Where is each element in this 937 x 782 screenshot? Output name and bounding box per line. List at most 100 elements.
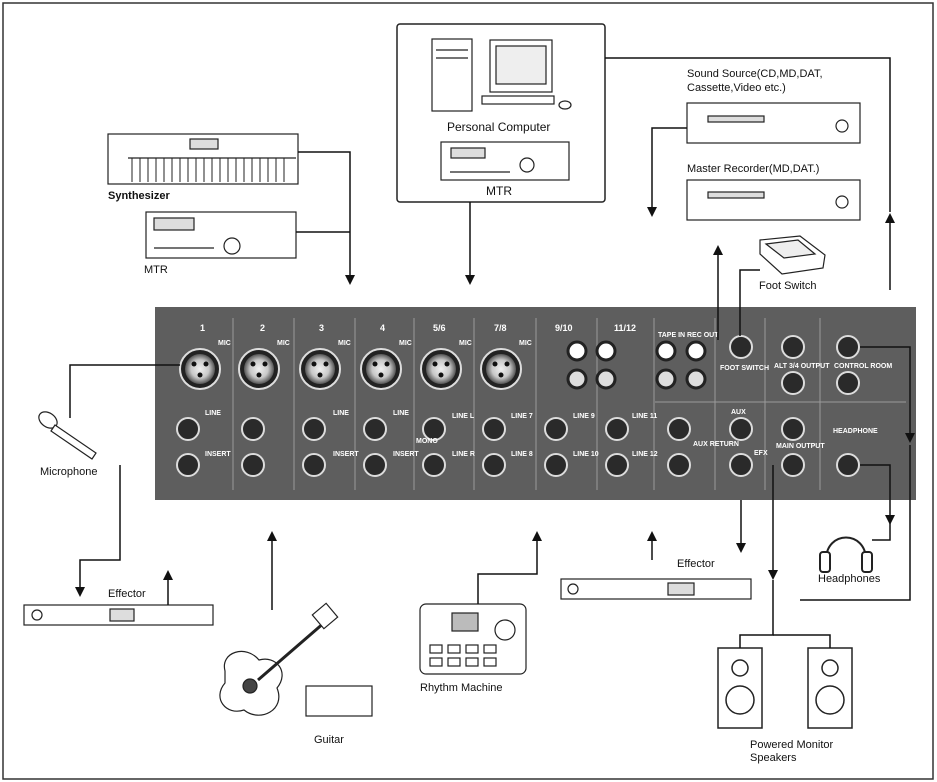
main-out-l-jack[interactable] xyxy=(781,417,805,441)
cable-foot-switch xyxy=(739,269,760,336)
rca-jack-9-10-l[interactable] xyxy=(566,340,588,362)
line-jack-7[interactable] xyxy=(482,417,506,441)
xlr-jack-5-6[interactable] xyxy=(420,348,462,390)
line-jack-2[interactable] xyxy=(241,417,265,441)
line-jack-9[interactable] xyxy=(544,417,568,441)
xlr-jack-7-8[interactable] xyxy=(480,348,522,390)
headphones-device xyxy=(819,536,873,573)
microphone-label: Microphone xyxy=(40,466,98,478)
insert-label-4: INSERT xyxy=(393,451,419,458)
personal-computer-label: Personal Computer xyxy=(447,120,551,134)
mtr-computer-section xyxy=(440,141,570,181)
rca-jack-rec-out-r[interactable] xyxy=(685,368,707,390)
synthesizer-label: Synthesizer xyxy=(108,190,170,202)
rca-jack-11-12-r[interactable] xyxy=(595,368,617,390)
cable-synth xyxy=(298,151,355,285)
rca-jack-11-12-l[interactable] xyxy=(595,340,617,362)
headphone-label: HEADPHONE xyxy=(833,428,878,435)
powered-monitor-speakers-device xyxy=(717,647,853,729)
efx-send-jack[interactable] xyxy=(729,453,753,477)
effector-left-label: Effector xyxy=(108,588,146,600)
rca-jack-tape-in-r[interactable] xyxy=(655,368,677,390)
control-room-l-jack[interactable] xyxy=(836,335,860,359)
alt-out-l-jack[interactable] xyxy=(781,335,805,359)
line-jack-8[interactable] xyxy=(482,453,506,477)
effector-left-unit xyxy=(23,604,214,626)
line-8-label: LINE 8 xyxy=(511,451,533,458)
line-9-label: LINE 9 xyxy=(573,413,595,420)
cable-headphones-to-device xyxy=(872,520,891,541)
line-jack-6[interactable] xyxy=(422,453,446,477)
xlr-jack-4[interactable] xyxy=(360,348,402,390)
alt-out-r-jack[interactable] xyxy=(781,371,805,395)
aux-return-r-jack[interactable] xyxy=(667,453,691,477)
aux-label: AUX xyxy=(731,409,746,416)
channel-label-1: 1 xyxy=(200,323,205,333)
insert-label-1: INSERT xyxy=(205,451,231,458)
line-jack-3[interactable] xyxy=(302,417,326,441)
insert-jack-4[interactable] xyxy=(363,453,387,477)
cables xyxy=(69,57,915,648)
line-label-3: LINE xyxy=(333,410,349,417)
aux-send-jack[interactable] xyxy=(729,417,753,441)
phone-jack-labels: LINE INSERT LINE INSERT LINE INSERT LINE… xyxy=(205,363,892,458)
control-room-r-jack[interactable] xyxy=(836,371,860,395)
line-jack-5[interactable] xyxy=(422,417,446,441)
cable-speaker-right xyxy=(773,634,831,648)
line-11-label: LINE 11 xyxy=(632,413,657,420)
headphone-jack[interactable] xyxy=(836,453,860,477)
mic-label-4: MIC xyxy=(399,340,412,347)
foot-switch-jack[interactable] xyxy=(729,335,753,359)
rec-out-label: REC OUT xyxy=(687,332,719,339)
xlr-jack-2[interactable] xyxy=(238,348,280,390)
line-label-4: LINE xyxy=(393,410,409,417)
line-jack-1[interactable] xyxy=(176,417,200,441)
efx-label: EFX xyxy=(754,450,768,457)
line-jack-4[interactable] xyxy=(363,417,387,441)
guitar-label: Guitar xyxy=(314,734,344,746)
rca-jack-rec-out[interactable] xyxy=(685,340,707,362)
channel-label-11-12: 11/12 xyxy=(614,323,636,333)
insert-label-3: INSERT xyxy=(333,451,359,458)
line-l-label: LINE L xyxy=(452,413,475,420)
effector-right-label: Effector xyxy=(677,558,715,570)
rca-jack-tape-in[interactable] xyxy=(655,340,677,362)
rca-jack-9-10-r[interactable] xyxy=(566,368,588,390)
powered-monitor-speakers-label: Powered Monitor Speakers xyxy=(750,739,834,764)
line-jack-11[interactable] xyxy=(605,417,629,441)
main-out-r-jack[interactable] xyxy=(781,453,805,477)
foot-switch-pedal xyxy=(759,235,826,275)
alt-out-label: ALT 3/4 OUTPUT xyxy=(774,363,830,370)
personal-computer xyxy=(431,38,572,112)
cable-speaker-left xyxy=(739,580,774,648)
channel-label-4: 4 xyxy=(380,323,385,333)
mono-label: MONO xyxy=(416,438,438,445)
channel-label-3: 3 xyxy=(319,323,324,333)
line-jack-12[interactable] xyxy=(605,453,629,477)
mic-label-3: MIC xyxy=(338,340,351,347)
cable-computer-outputs xyxy=(605,57,891,212)
mic-labels: MIC MIC MIC MIC MIC MIC xyxy=(218,340,532,347)
effector-right-unit xyxy=(560,578,752,600)
mic-inputs xyxy=(179,348,522,390)
cable-insert-effector xyxy=(75,465,121,597)
insert-jack-2[interactable] xyxy=(241,453,265,477)
aux-return-l-jack[interactable] xyxy=(667,417,691,441)
insert-jack-1[interactable] xyxy=(176,453,200,477)
control-room-label: CONTROL ROOM xyxy=(834,363,892,370)
insert-jack-3[interactable] xyxy=(302,453,326,477)
channel-label-2: 2 xyxy=(260,323,265,333)
xlr-jack-1[interactable] xyxy=(179,348,221,390)
line-r-label: LINE R xyxy=(452,451,475,458)
xlr-jack-3[interactable] xyxy=(299,348,341,390)
sound-source-label: Sound Source(CD,MD,DAT, Cassette,Video e… xyxy=(687,68,823,94)
mtr-top-label: MTR xyxy=(486,184,512,198)
synthesizer-keyboard xyxy=(107,133,299,185)
mic-label-2: MIC xyxy=(277,340,290,347)
line-jack-10[interactable] xyxy=(544,453,568,477)
cable-rhythm-machine xyxy=(477,531,542,604)
channel-label-9-10: 9/10 xyxy=(555,323,573,333)
cable-sound-source-to-mixer xyxy=(647,127,687,217)
phone-jacks xyxy=(176,335,860,477)
